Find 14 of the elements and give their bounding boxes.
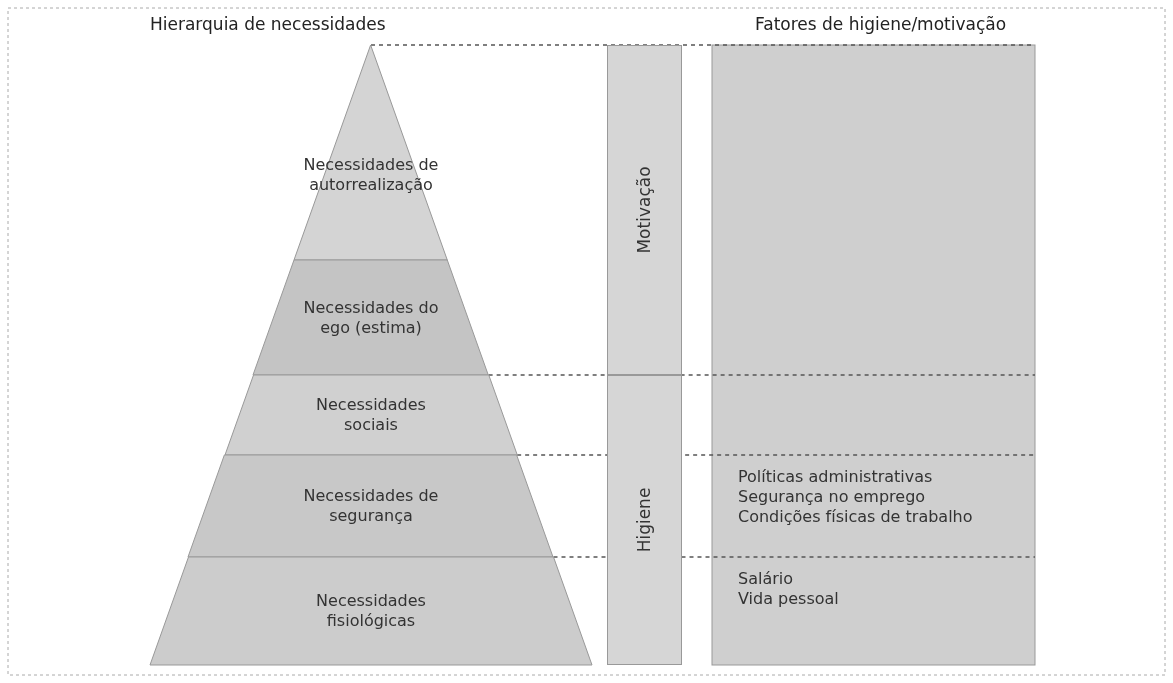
factor-text: Vida pessoal — [738, 589, 839, 609]
pyramid-level: Necessidades fisiológicas — [150, 557, 592, 665]
column-heading: Fatores de higiene/motivação — [755, 14, 1007, 34]
factor-text: Políticas administrativas — [738, 467, 933, 487]
factor-text: Salário — [738, 569, 794, 589]
pyramid-level: Necessidades de autorrealização — [294, 45, 448, 260]
pyramid-level: Necessidades de segurança — [188, 455, 554, 557]
pyramid-level: Necessidades sociais — [224, 375, 518, 455]
pyramid-level: Necessidades do ego (estima) — [253, 260, 489, 375]
factor-text: Segurança no emprego — [738, 487, 926, 507]
factor-bar: Higiene — [607, 375, 682, 665]
factor-bar: Motivação — [607, 45, 682, 375]
column-heading: Hierarquia de necessidades — [150, 14, 386, 34]
factor-text: Condições físicas de trabalho — [738, 507, 973, 527]
